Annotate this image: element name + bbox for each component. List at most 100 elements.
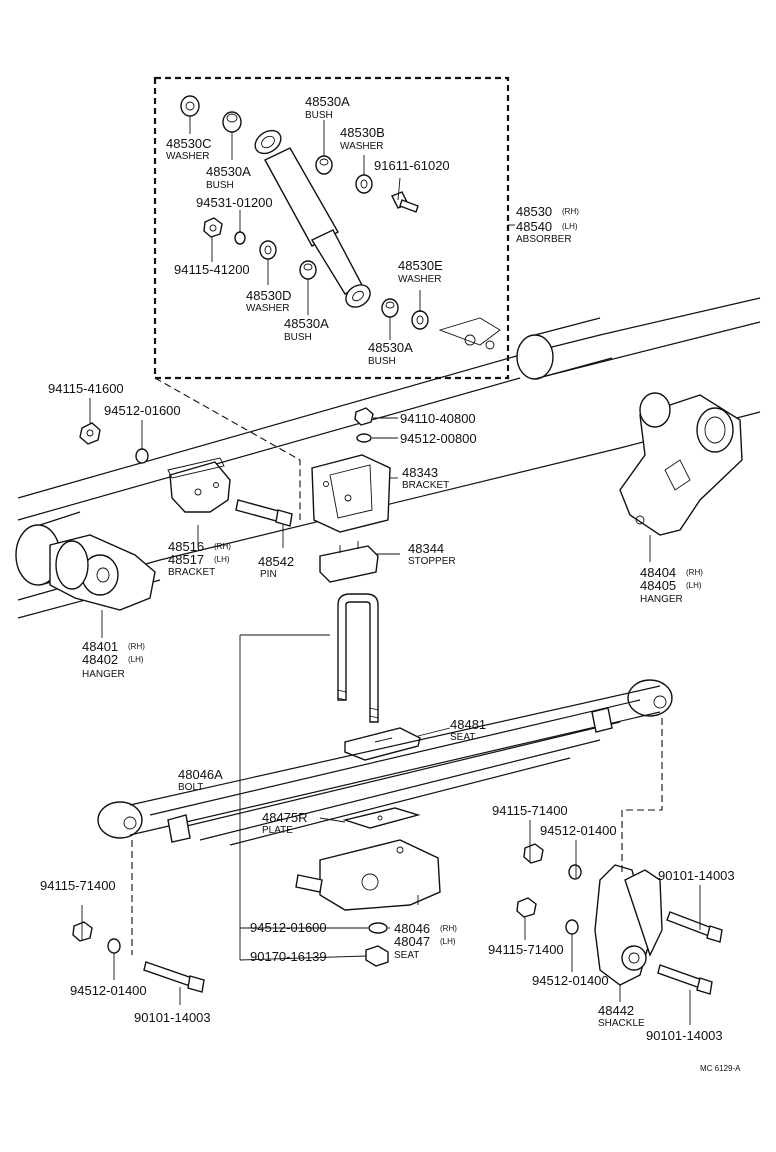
label-48516-bracket: 48516 (RH) 48517 (LH) BRACKET <box>168 539 231 578</box>
pin-48542 <box>235 499 293 527</box>
svg-text:48481: 48481 <box>450 717 486 732</box>
label-94110-40800: 94110-40800 <box>400 411 476 426</box>
label-48404-hanger: 48404 (RH) 48405 (LH) HANGER <box>640 565 703 605</box>
svg-text:HANGER: HANGER <box>82 669 125 680</box>
svg-text:48540: 48540 <box>516 219 552 234</box>
reference-code: MC 6129-A <box>700 1064 741 1073</box>
nut-90170 <box>365 945 389 967</box>
nut-94115-41600 <box>79 422 101 445</box>
svg-text:SEAT: SEAT <box>450 732 475 743</box>
washer-48530d <box>259 240 277 260</box>
svg-text:48516: 48516 <box>168 539 204 554</box>
label-48046-seat: 48046 (RH) 48047 (LH) SEAT <box>394 921 457 961</box>
svg-text:SEAT: SEAT <box>394 950 419 961</box>
nut-94115-71400-right-lower <box>516 897 537 918</box>
svg-text:94115-41200: 94115-41200 <box>174 262 250 277</box>
nut-94115-41200 <box>203 217 223 238</box>
bush-48530a-top <box>315 155 333 175</box>
leaf-spring <box>97 679 673 846</box>
u-bolt-48046a <box>337 593 379 723</box>
label-48530d: 48530D WASHER <box>246 288 292 314</box>
washer-94512-01400-left <box>107 938 121 954</box>
washer-94512-01400-right-lower <box>565 919 579 935</box>
svg-text:48530A: 48530A <box>368 340 413 355</box>
absorber-detail-box <box>153 76 510 380</box>
svg-text:48402: 48402 <box>82 652 118 667</box>
svg-text:48530D: 48530D <box>246 288 292 303</box>
label-48401-hanger: 48401 (RH) 48402 (LH) HANGER <box>82 639 145 680</box>
svg-text:STOPPER: STOPPER <box>408 556 456 567</box>
svg-text:48047: 48047 <box>394 934 430 949</box>
label-48046a-bolt: 48046A BOLT <box>178 767 223 793</box>
bolt-90101-right-upper <box>666 911 723 943</box>
label-94115-71400-right-lower: 94115-71400 <box>488 942 564 957</box>
svg-text:PLATE: PLATE <box>262 825 293 836</box>
svg-text:94512-01600: 94512-01600 <box>250 920 327 935</box>
label-94531: 94531-01200 <box>196 195 273 210</box>
svg-text:90170-16139: 90170-16139 <box>250 949 327 964</box>
leader-dashed <box>154 377 301 520</box>
svg-text:BUSH: BUSH <box>206 180 234 191</box>
label-94115-41200: 94115-41200 <box>174 262 250 277</box>
bush-48530a-bottom <box>381 298 399 318</box>
svg-text:WASHER: WASHER <box>246 303 290 314</box>
svg-text:48401: 48401 <box>82 639 118 654</box>
svg-text:94115-41600: 94115-41600 <box>48 381 124 396</box>
svg-text:48046: 48046 <box>394 921 430 936</box>
svg-text:(LH): (LH) <box>214 555 230 564</box>
leader-lines <box>81 116 701 1025</box>
nut-94110-40800 <box>354 407 374 426</box>
svg-text:MC 6129-A: MC 6129-A <box>700 1064 741 1073</box>
label-48530-absorber: 48530 (RH) 48540 (LH) ABSORBER <box>516 204 579 245</box>
label-48442-shackle: 48442 SHACKLE <box>598 1003 645 1029</box>
svg-text:48405: 48405 <box>640 578 676 593</box>
washer-94512-01400-right-upper <box>568 864 582 880</box>
washer-48530e <box>411 310 429 330</box>
svg-text:BUSH: BUSH <box>284 332 312 343</box>
svg-text:48530C: 48530C <box>166 136 212 151</box>
label-91611: 91611-61020 <box>374 158 450 173</box>
label-48530a-bottom: 48530A BUSH <box>368 340 413 367</box>
svg-text:(RH): (RH) <box>128 642 145 651</box>
svg-text:90101-14003: 90101-14003 <box>658 868 735 883</box>
svg-text:48046A: 48046A <box>178 767 223 782</box>
hanger-48401 <box>49 534 156 611</box>
bracket-48343 <box>311 454 391 533</box>
svg-text:HANGER: HANGER <box>640 594 683 605</box>
label-48481-seat: 48481 SEAT <box>450 717 486 743</box>
svg-text:BOLT: BOLT <box>178 782 203 793</box>
label-90170: 90170-16139 <box>250 949 327 964</box>
seat-48046 <box>295 839 441 911</box>
label-94115-41600: 94115-41600 <box>48 381 124 396</box>
label-94115-71400-left: 94115-71400 <box>40 878 116 893</box>
stopper-48344 <box>319 541 379 583</box>
washer-94512-01600-top <box>135 448 149 464</box>
svg-text:48530A: 48530A <box>305 94 350 109</box>
svg-text:PIN: PIN <box>260 569 277 580</box>
shackle-48442 <box>594 864 663 986</box>
label-94512-00800: 94512-00800 <box>400 431 477 446</box>
nut-94115-71400-right-upper <box>523 843 544 864</box>
svg-text:WASHER: WASHER <box>166 151 210 162</box>
svg-text:48530: 48530 <box>516 204 552 219</box>
svg-text:94115-71400: 94115-71400 <box>492 803 568 818</box>
washer-94512-00800 <box>356 433 372 443</box>
svg-text:48404: 48404 <box>640 565 676 580</box>
svg-text:94512-00800: 94512-00800 <box>400 431 477 446</box>
svg-text:48530B: 48530B <box>340 125 385 140</box>
label-94115-71400-right-upper: 94115-71400 <box>492 803 568 818</box>
svg-text:48475R: 48475R <box>262 810 308 825</box>
label-90101-right-lower: 90101-14003 <box>646 1028 723 1043</box>
svg-text:94512-01400: 94512-01400 <box>540 823 617 838</box>
label-48542-pin: 48542 PIN <box>258 554 294 580</box>
svg-text:BUSH: BUSH <box>305 110 333 121</box>
label-90101-left: 90101-14003 <box>134 1010 211 1025</box>
svg-text:BRACKET: BRACKET <box>402 480 449 491</box>
label-94512-01600-top: 94512-01600 <box>104 403 181 418</box>
svg-text:(RH): (RH) <box>214 542 231 551</box>
bush-48530a-mid <box>299 260 317 280</box>
svg-text:ABSORBER: ABSORBER <box>516 234 572 245</box>
svg-text:90101-14003: 90101-14003 <box>646 1028 723 1043</box>
lock-washer-94531 <box>234 231 246 245</box>
